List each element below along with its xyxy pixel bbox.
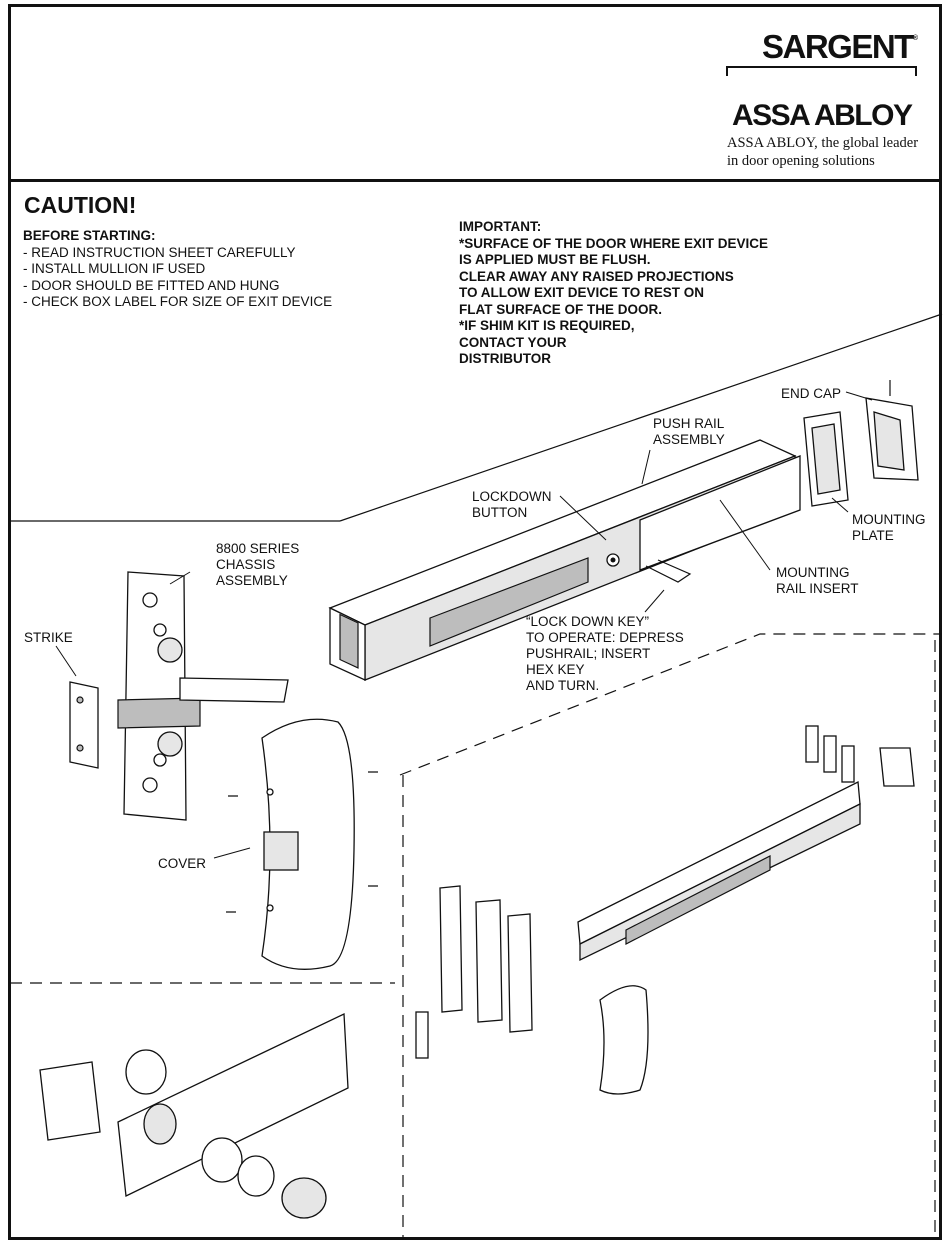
cylinder-kit [39, 1012, 349, 1219]
label-end-cap: END CAP [781, 386, 842, 401]
label-strike: STRIKE [24, 630, 73, 645]
exit-device-overview [415, 725, 915, 1095]
before-starting-list: BEFORE STARTING: - READ INSTRUCTION SHEE… [23, 228, 332, 311]
tagline: ASSA ABLOY, the global leader in door op… [727, 135, 919, 169]
panel-divider [339, 313, 943, 522]
mounting-plate [803, 411, 849, 507]
before-item: - INSTALL MULLION IF USED [23, 261, 206, 276]
before-item: - CHECK BOX LABEL FOR SIZE OF EXIT DEVIC… [23, 294, 333, 309]
assa-abloy-wordmark: ASSA ABLOY [732, 99, 913, 132]
before-item: - READ INSTRUCTION SHEET CAREFULLY [23, 244, 296, 260]
document-frame [8, 4, 942, 1240]
leader-lines [55, 391, 873, 859]
caution-title: CAUTION! [24, 192, 137, 218]
cover [226, 718, 378, 970]
brand-logo: SARGENT® ASSA ABLOY [726, 22, 918, 132]
chassis-assembly [117, 571, 289, 821]
label-lock-down-key: “LOCK DOWN KEY” TO OPERATE: DEPRESS PUSH… [526, 614, 684, 693]
before-item: - DOOR SHOULD BE FITTED AND HUNG [23, 277, 280, 293]
brand-rule [726, 66, 917, 76]
before-starting-heading: BEFORE STARTING: [23, 228, 156, 243]
header-divider [8, 179, 942, 182]
end-cap [865, 380, 919, 481]
sargent-wordmark: SARGENT® [761, 28, 918, 65]
panel-divider-dashed [399, 633, 942, 776]
label-cover: COVER [158, 856, 207, 871]
strike [69, 681, 99, 769]
important-note: IMPORTANT: *SURFACE OF THE DOOR WHERE EX… [459, 219, 769, 366]
push-rail-assembly [328, 439, 801, 682]
